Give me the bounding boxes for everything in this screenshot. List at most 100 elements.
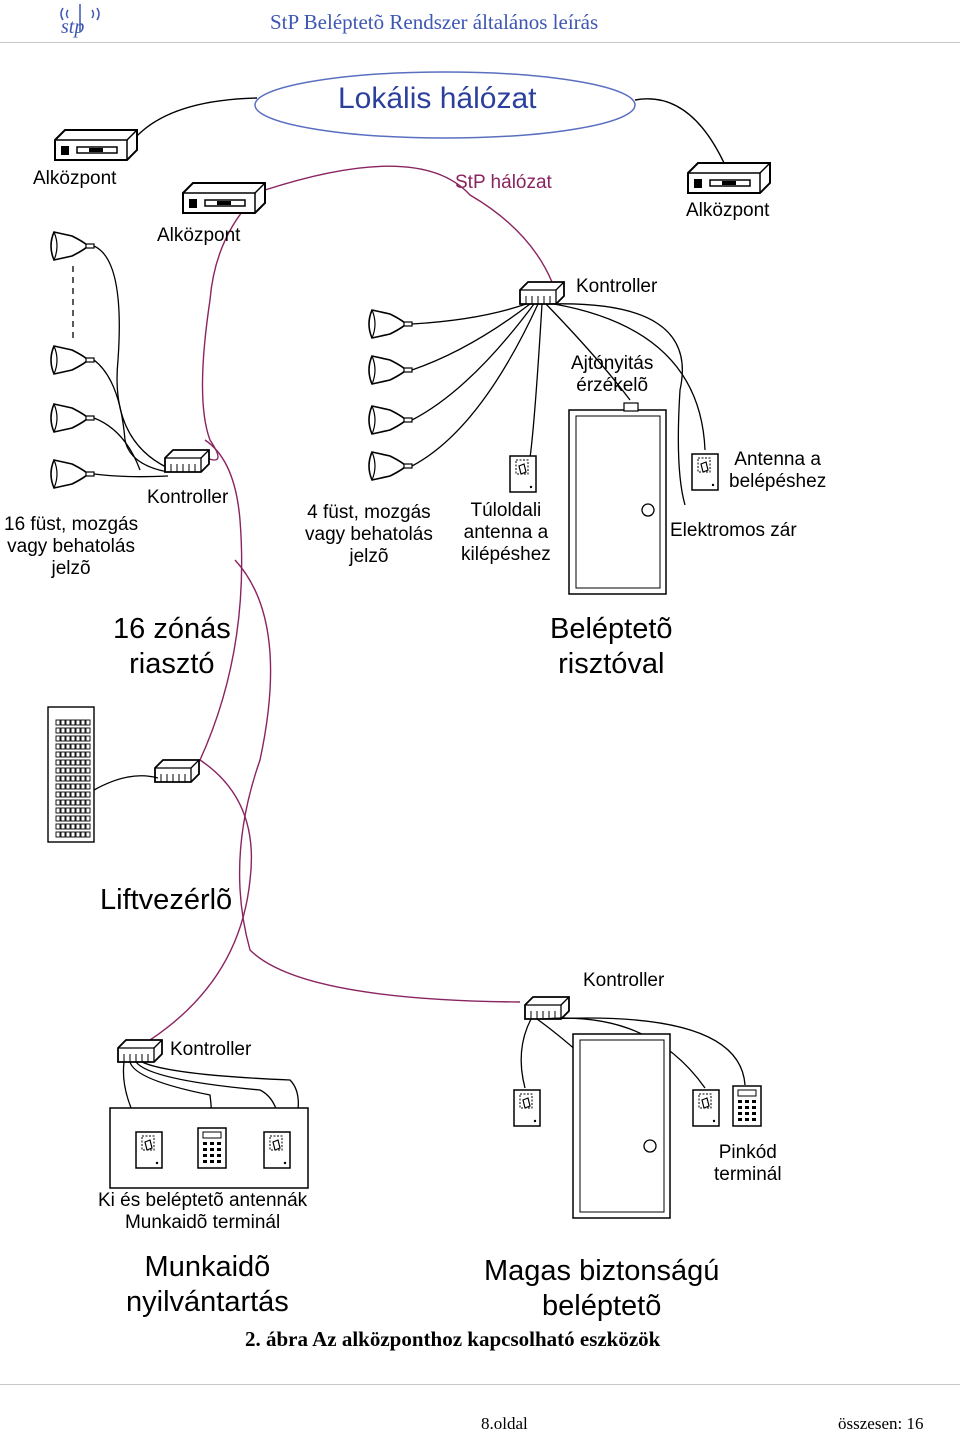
top-controller-box: [519, 281, 565, 305]
high-security-line1: Magas biztonságú: [484, 1255, 720, 1287]
alarm-zone-led: [75, 727, 81, 734]
smoke-sensor-icon: [43, 403, 95, 433]
alarm-zone-led: [60, 807, 66, 814]
door-sensor-label: Ajtónyitás érzékelõ: [571, 353, 653, 397]
smoke-sensor-icon: [361, 405, 413, 435]
sensors4-line3: jelzõ: [349, 546, 389, 567]
alarm-zone-led: [70, 735, 76, 742]
high-security-label: Magas biztonságú beléptetõ: [484, 1254, 719, 1324]
sensor-group-4: [361, 309, 413, 481]
alarm-zone-led: [70, 767, 76, 774]
time-tracking-label: Munkaidõ nyilvántartás: [126, 1250, 289, 1320]
alarm-zone-led: [75, 751, 81, 758]
figure-caption: 2. ábra Az alközponthoz kapcsolható eszk…: [245, 1327, 661, 1351]
alarm-zone-led: [65, 719, 71, 726]
alarm-zone-led: [70, 775, 76, 782]
alarm-zone-led: [75, 735, 81, 742]
hs-inner-reader: [692, 1089, 720, 1127]
alarm-zone-led: [75, 775, 81, 782]
alarm-zone-led: [65, 823, 71, 830]
entry-antenna-line1: Antenna a: [734, 449, 821, 470]
access-alarm-line2: risztóval: [558, 648, 665, 680]
alarm-zone-led: [75, 791, 81, 798]
alarm-zone-led: [80, 767, 86, 774]
alarm16-line1: 16 zónás: [113, 613, 231, 645]
exit-antenna-line2: antenna a: [463, 522, 549, 543]
alarm-zone-led: [75, 719, 81, 726]
stp-network-label: StP hálózat: [455, 172, 552, 193]
smoke-sensor-icon: [361, 355, 413, 385]
alarm-zone-led: [75, 799, 81, 806]
alarm-zone-led: [80, 751, 86, 758]
time-controller-box: [117, 1039, 163, 1063]
alarm-zone-led: [60, 751, 66, 758]
alarm-zone-led: [60, 767, 66, 774]
footer-page: 8.oldal: [481, 1414, 528, 1433]
alarm-zone-led: [55, 743, 61, 750]
alarm-zone-led: [80, 743, 86, 750]
alarm-zone-led: [65, 767, 71, 774]
door-1: [568, 402, 667, 595]
alarm-zone-led: [80, 775, 86, 782]
high-security-line2: beléptetõ: [542, 1290, 662, 1322]
alarm-zone-led: [60, 815, 66, 822]
alarm-zone-led: [65, 751, 71, 758]
door-sensor-line2: érzékelõ: [576, 375, 649, 396]
alarm-zone-led: [70, 815, 76, 822]
alarm-zone-led: [70, 791, 76, 798]
alarm-zone-led: [60, 799, 66, 806]
alarm-zone-led: [60, 791, 66, 798]
stp-logo: stp: [55, 2, 105, 40]
sensors16-line2: vagy behatolás: [7, 536, 135, 557]
subcenter-right-label: Alközpont: [686, 200, 770, 221]
entry-antenna-reader: [691, 453, 719, 491]
top-controller-wires: [411, 303, 706, 506]
alarm-zone-led: [80, 719, 86, 726]
hs-outer-reader: [513, 1089, 541, 1127]
alarm-zone-led: [70, 799, 76, 806]
alarm-zone-led: [85, 791, 91, 798]
alarm-zone-led: [75, 743, 81, 750]
controller-top-label: Kontroller: [576, 276, 658, 297]
alarm-zone-led: [65, 735, 71, 742]
time-terminal-keypad: [197, 1127, 227, 1169]
alarm-zone-led: [55, 735, 61, 742]
alarm-controller-box: [164, 449, 210, 473]
alarm-zone-led: [60, 743, 66, 750]
pin-terminal-line1: Pinkód: [718, 1142, 777, 1163]
pin-terminal-label: Pinkód terminál: [714, 1142, 782, 1186]
sensor-16-wires: [93, 245, 169, 478]
alarm-zone-led: [85, 799, 91, 806]
time-antennas-line1: Ki és beléptetõ antennák: [98, 1190, 308, 1211]
alarm-zone-led: [65, 799, 71, 806]
header-rule: [0, 42, 960, 43]
alarm-zone-led: [85, 751, 91, 758]
smoke-sensor-icon: [361, 451, 413, 481]
door-sensor-line1: Ajtónyitás: [571, 353, 654, 374]
alarm-zone-led: [70, 727, 76, 734]
alarm-zone-led: [70, 759, 76, 766]
time-exit-reader: [263, 1131, 291, 1169]
alarm-zone-led: [65, 807, 71, 814]
alarm-zone-led: [55, 727, 61, 734]
alarm-zone-led: [60, 775, 66, 782]
alarm-zone-led: [55, 783, 61, 790]
alarm-zone-led: [85, 743, 91, 750]
lift-controller-box: [154, 759, 200, 783]
alarm-zone-led: [80, 831, 86, 838]
alarm-zone-led: [55, 807, 61, 814]
alarm-zone-led: [55, 719, 61, 726]
access-alarm-label: Beléptetõ risztóval: [550, 612, 673, 682]
alarm-zone-led: [80, 799, 86, 806]
alarm16-line2: riasztó: [129, 648, 215, 680]
alarm-zone-led: [65, 743, 71, 750]
alarm-zone-led: [65, 831, 71, 838]
alarm-zone-led: [80, 759, 86, 766]
alarm-zone-led: [75, 823, 81, 830]
logo-icon: [60, 4, 100, 32]
sensors16-line3: jelzõ: [51, 558, 91, 579]
lan-cloud: [254, 71, 636, 139]
entry-antenna-line2: belépéshez: [729, 471, 827, 492]
alarm-zone-led: [80, 735, 86, 742]
